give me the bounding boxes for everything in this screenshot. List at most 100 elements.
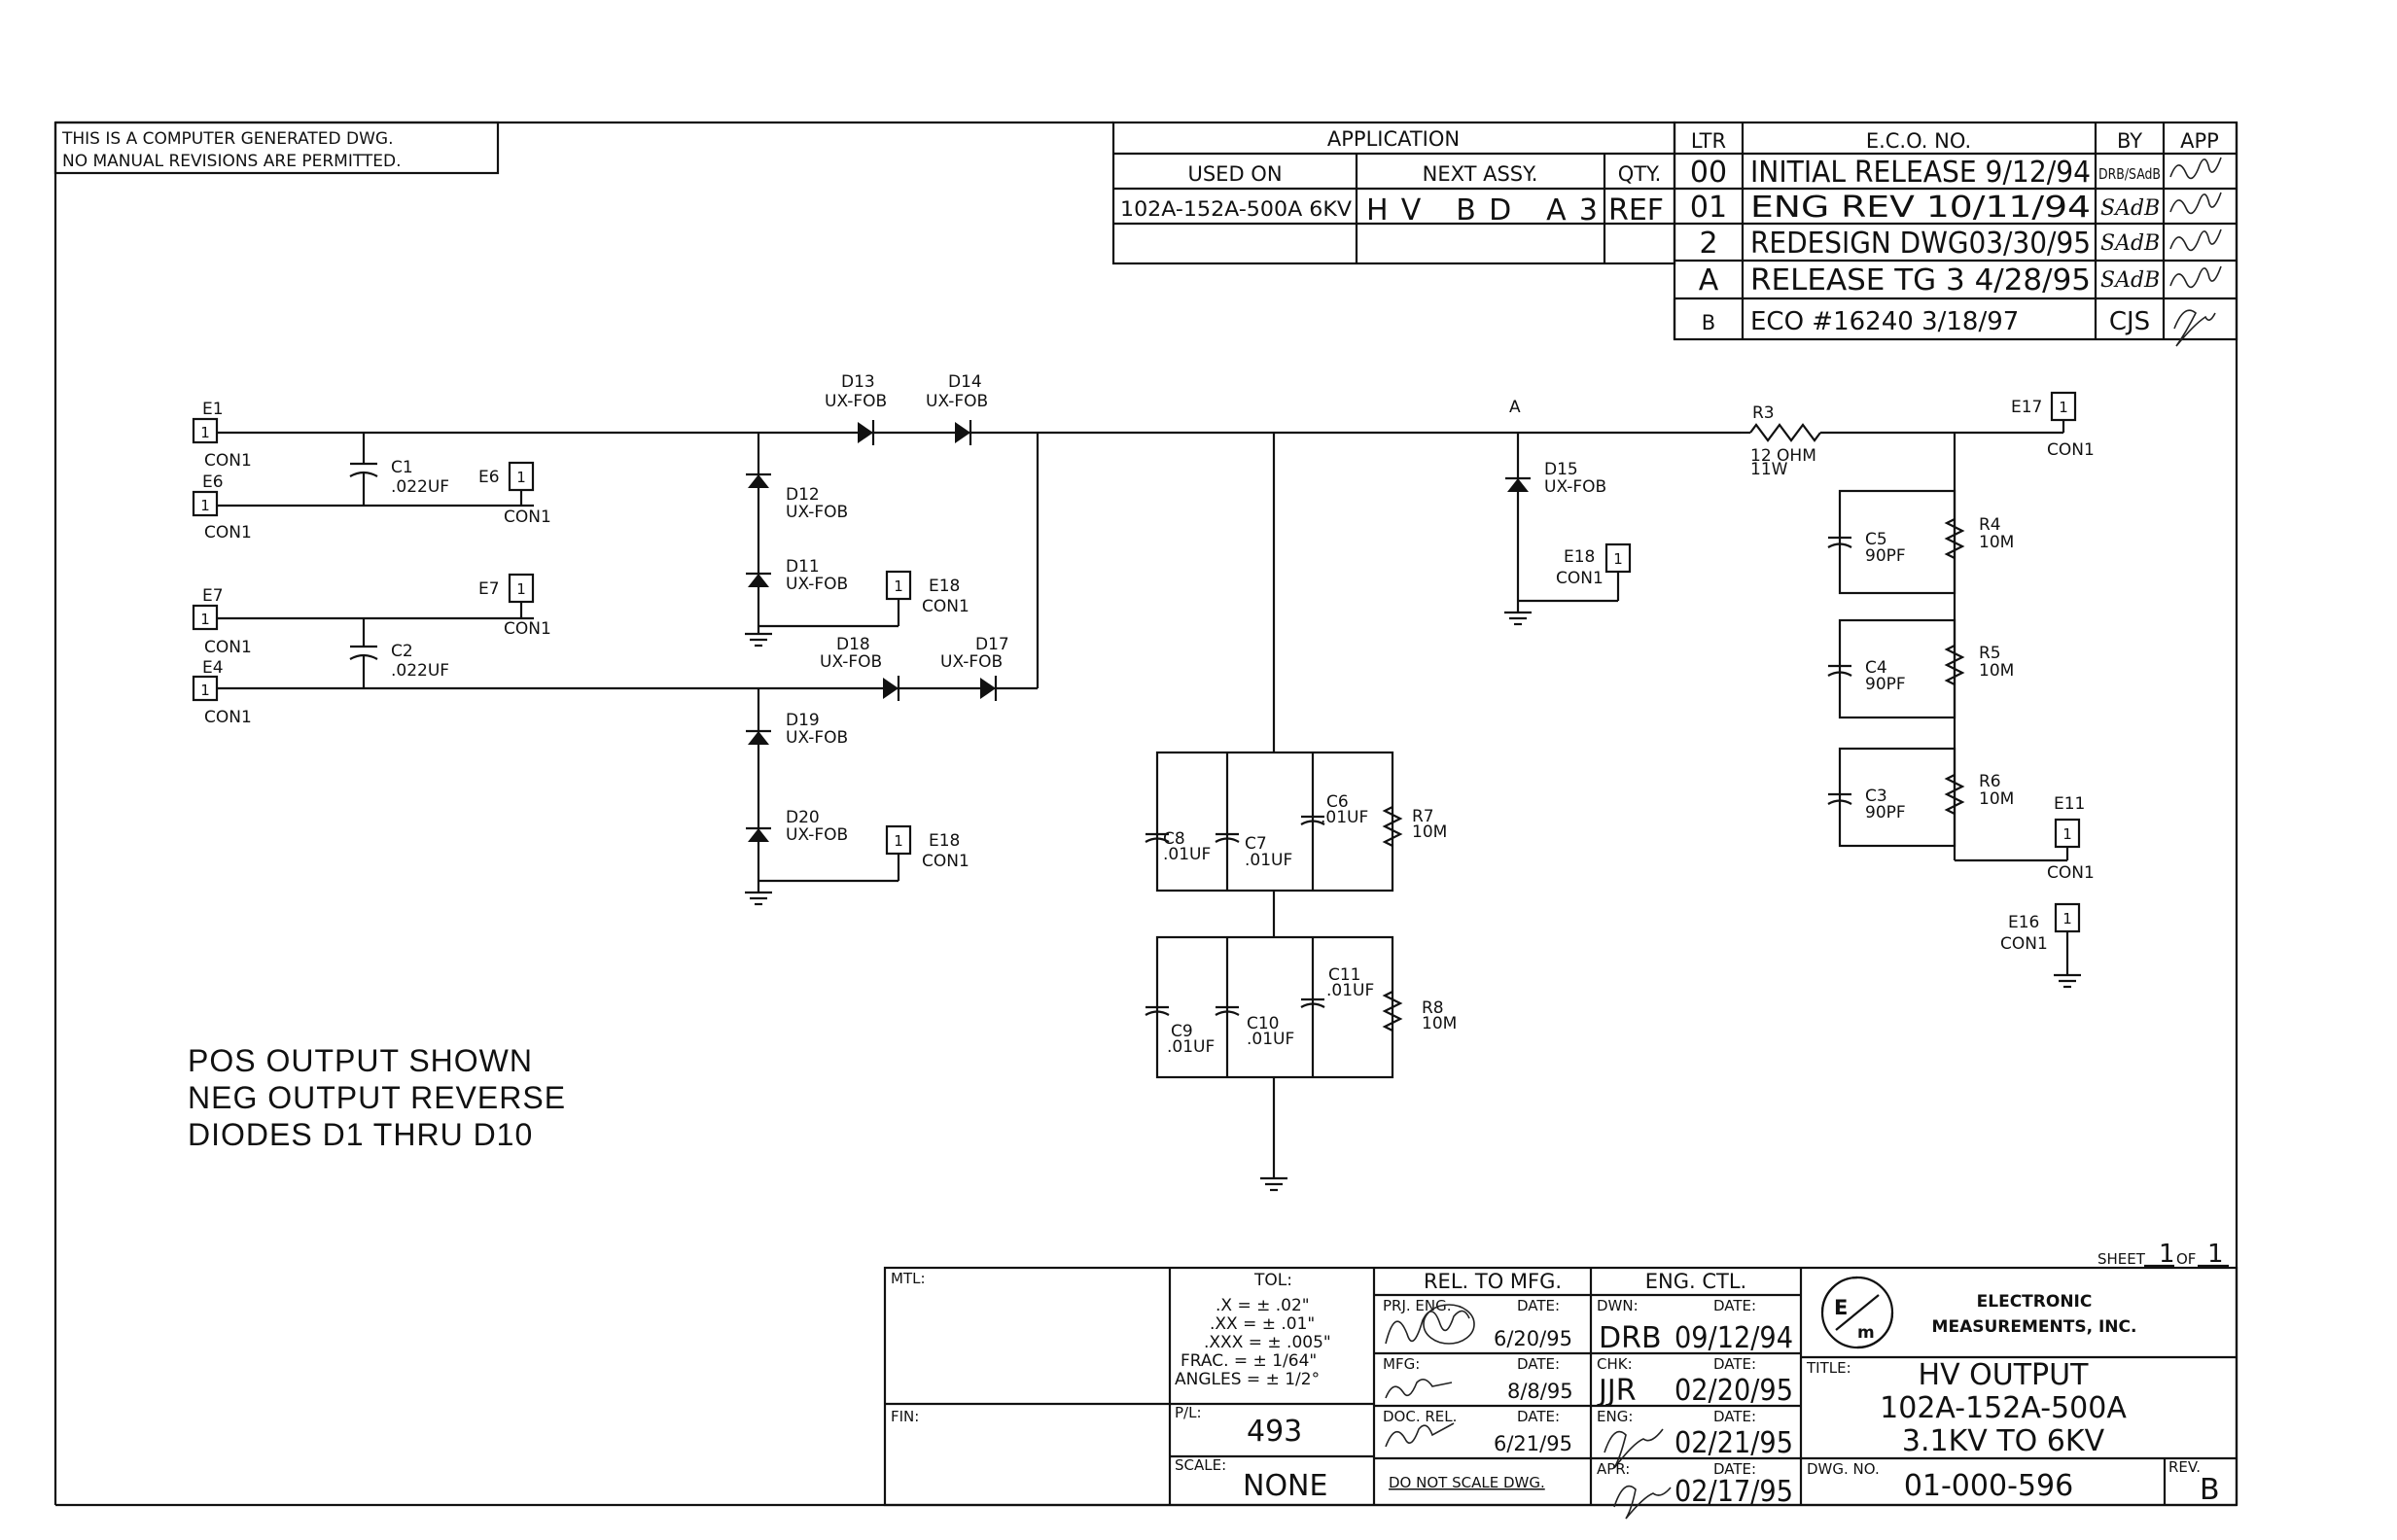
svg-text:D12: D12: [786, 485, 820, 505]
connector-e17: E17 1 CON1: [2011, 391, 2095, 460]
rev-by-1: SAdB: [2100, 196, 2160, 221]
apr-date-label: DATE:: [1713, 1460, 1756, 1478]
svg-text:UX-FOB: UX-FOB: [820, 652, 882, 672]
rev-eco-3: RELEASE TG 3 4/28/95: [1750, 263, 2091, 298]
connector-e18-a: 1 E18 CON1: [885, 570, 969, 616]
eng-date: 02/21/95: [1674, 1426, 1793, 1460]
title-line-3: 3.1KV TO 6KV: [1902, 1424, 2105, 1458]
diode-d15: D15 UX-FOB: [1505, 460, 1606, 497]
col-app: APP: [2180, 129, 2219, 153]
svg-text:E18: E18: [929, 577, 960, 596]
svg-text:E17: E17: [2011, 398, 2042, 417]
svg-text:E: E: [1834, 1296, 1848, 1319]
warning-line-2: NO MANUAL REVISIONS ARE PERMITTED.: [62, 152, 402, 171]
svg-text:10M: 10M: [1979, 661, 2014, 681]
svg-text:1: 1: [516, 469, 526, 486]
used-on-value: 102A-152A-500A 6KV: [1120, 197, 1353, 221]
svg-text:C3: C3: [1865, 787, 1887, 806]
rc-stage-3: C3 90PF R6 10M: [1827, 747, 2014, 848]
warning-line-1: THIS IS A COMPUTER GENERATED DWG.: [61, 129, 393, 149]
rc-stage-2: C4 90PF R5 10M: [1827, 618, 2014, 719]
svg-text:R7: R7: [1412, 807, 1434, 826]
mfg-date: 8/8/95: [1507, 1380, 1573, 1403]
svg-text:D17: D17: [975, 635, 1009, 654]
tol-label: TOL:: [1253, 1271, 1292, 1290]
rev-eco-0: INITIAL RELEASE 9/12/94: [1750, 156, 2091, 190]
svg-text:CON1: CON1: [1556, 569, 1604, 588]
diode-d14: D14 UX-FOB: [926, 372, 988, 445]
eng-date-label: DATE:: [1713, 1408, 1756, 1425]
diode-d19: D19 UX-FOB: [746, 711, 848, 748]
svg-text:m: m: [1857, 1323, 1875, 1343]
tol-x: .X = ± .02": [1216, 1296, 1310, 1315]
pl-label: P/L:: [1175, 1404, 1202, 1421]
fin-label: FIN:: [891, 1408, 919, 1425]
title-line-1: HV OUTPUT: [1919, 1358, 2090, 1392]
svg-text:R4: R4: [1979, 515, 2001, 535]
svg-text:UX-FOB: UX-FOB: [786, 503, 848, 522]
company-line-2: MEASUREMENTS, INC.: [1932, 1317, 2137, 1337]
col-eco: E.C.O. NO.: [1866, 129, 1971, 153]
drawing-notes: POS OUTPUT SHOWN NEG OUTPUT REVERSE DIOD…: [188, 1042, 566, 1153]
company-line-1: ELECTRONIC: [1977, 1292, 2093, 1312]
qty-value: REF: [1608, 193, 1664, 228]
svg-text:C7: C7: [1245, 834, 1267, 854]
svg-text:E7: E7: [202, 586, 224, 606]
svg-text:D15: D15: [1544, 460, 1578, 479]
svg-text:E18: E18: [1564, 547, 1595, 567]
apr-label: APR:: [1597, 1460, 1630, 1478]
svg-text:UX-FOB: UX-FOB: [926, 392, 988, 411]
svg-text:1: 1: [200, 497, 210, 514]
svg-text:D19: D19: [786, 711, 820, 730]
col-ltr: LTR: [1691, 129, 1726, 153]
svg-text:1: 1: [894, 832, 903, 850]
svg-text:CON1: CON1: [204, 708, 252, 727]
em-logo: E m: [1820, 1276, 1894, 1349]
diode-d13: D13 UX-FOB: [825, 372, 887, 445]
rev-by-2: SAdB: [2100, 231, 2160, 256]
mfg-label: MFG:: [1383, 1355, 1420, 1373]
svg-text:E11: E11: [2054, 794, 2085, 814]
sheet-total: 1: [2207, 1240, 2224, 1269]
rev-ltr-4: B: [1702, 311, 1715, 334]
chk-date: 02/20/95: [1674, 1374, 1793, 1408]
title-block: SHEET 1 OF 1 MTL: FIN: TOL: .X = ± .02" …: [883, 1240, 2238, 1520]
svg-text:CON1: CON1: [504, 508, 551, 527]
svg-text:1: 1: [200, 611, 210, 628]
svg-text:.022UF: .022UF: [391, 477, 449, 497]
dwg-label: DWG. NO.: [1807, 1460, 1880, 1478]
svg-text:E1: E1: [202, 400, 224, 419]
svg-text:11W: 11W: [1750, 460, 1788, 479]
svg-text:1: 1: [2059, 399, 2068, 416]
application-table: APPLICATION USED ON NEXT ASSY. QTY. 102A…: [1111, 121, 1676, 265]
next-assy-value: HV BD A3: [1366, 193, 1598, 228]
svg-text:.01UF: .01UF: [1247, 1030, 1294, 1049]
connector-e4: E4 1 CON1: [192, 658, 252, 727]
svg-text:10M: 10M: [1979, 533, 2014, 552]
eng-header: ENG. CTL.: [1645, 1270, 1746, 1293]
svg-text:12 OHM: 12 OHM: [1750, 446, 1816, 466]
svg-text:C9: C9: [1171, 1022, 1193, 1041]
dwn-label: DWN:: [1597, 1297, 1639, 1314]
svg-text:CON1: CON1: [204, 523, 252, 542]
dwn-date-label: DATE:: [1713, 1297, 1756, 1314]
svg-text:C11: C11: [1328, 965, 1361, 985]
svg-text:UX-FOB: UX-FOB: [786, 728, 848, 748]
note-line-3: DIODES D1 THRU D10: [188, 1117, 534, 1152]
rev-by-0: DRB/SAdB: [2098, 165, 2161, 183]
connector-e1: E1 1 CON1: [192, 400, 252, 471]
diode-d11: D11 UX-FOB: [746, 557, 848, 594]
diode-d17: D17 UX-FOB: [940, 635, 1009, 701]
dwn-date: 09/12/94: [1674, 1321, 1793, 1355]
connector-e11: E11 1 CON1: [2047, 794, 2095, 883]
svg-text:.01UF: .01UF: [1163, 845, 1211, 864]
col-next-assy: NEXT ASSY.: [1423, 162, 1538, 186]
svg-text:R8: R8: [1422, 998, 1444, 1018]
diode-d20: D20 UX-FOB: [746, 808, 848, 845]
tol-xx: .XX = ± .01": [1210, 1314, 1315, 1334]
diode-d12: D12 UX-FOB: [746, 472, 848, 522]
svg-text:E18: E18: [929, 831, 960, 851]
svg-text:.01UF: .01UF: [1167, 1037, 1215, 1057]
svg-text:E6: E6: [478, 468, 500, 487]
